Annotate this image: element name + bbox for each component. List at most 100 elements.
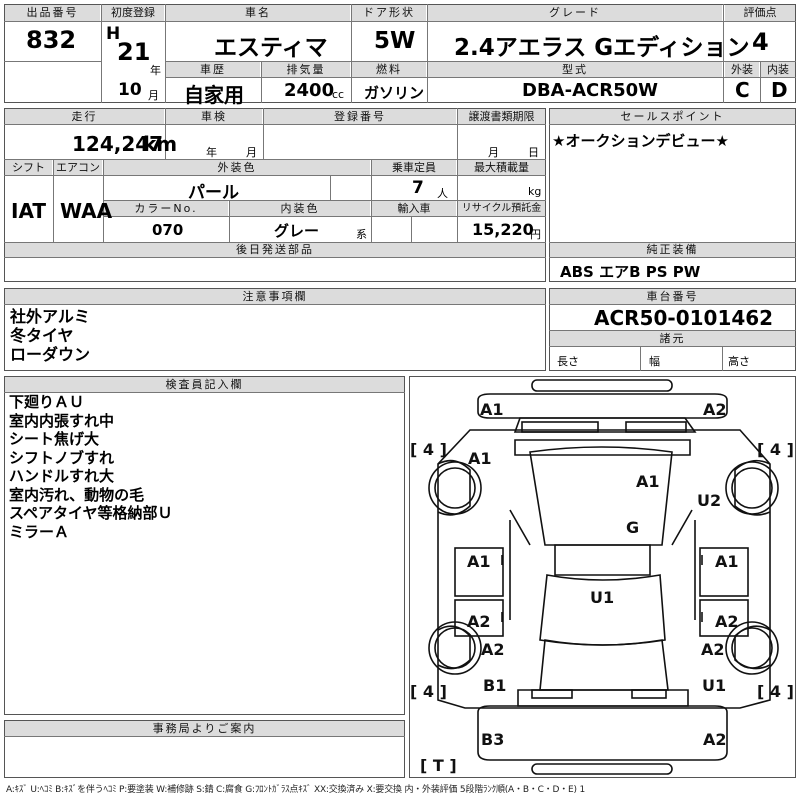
header-recycle: リサイクル預託金 (458, 201, 545, 216)
first-reg-month: 10 (118, 80, 142, 100)
header-seats: 乗車定員 (372, 160, 456, 175)
door-type: 5W (374, 28, 416, 54)
history-value: 自家用 (184, 83, 244, 107)
mark-rear-left: B1 (483, 676, 506, 695)
car-diagram: A1 A2 [ 4 ] [ 4 ] A1 A1 U2 G A1 A1 U1 A2… (410, 379, 794, 775)
header-score: 評価点 (725, 5, 795, 21)
inspector-line: スペアタイヤ等格納部Ｕ (9, 504, 173, 522)
header-reg-no: 登録番号 (264, 109, 456, 124)
mark-rear-bumper-left: B3 (481, 730, 504, 749)
header-aircon: エアコン (54, 160, 102, 175)
interior-grade-value: D (771, 78, 788, 102)
color-no-value: 070 (152, 221, 184, 239)
inspector-line: 室内汚れ、動物の毛 (9, 485, 145, 504)
note-line: 冬タイヤ (10, 326, 74, 345)
header-transfer: 譲渡書類期限 (458, 109, 545, 124)
header-first-reg: 初度登録 (102, 5, 164, 21)
tire-front-left: [ 4 ] (410, 440, 447, 459)
header-shift: シフト (5, 160, 52, 175)
header-chassis: 車台番号 (550, 289, 795, 304)
header-lot-no: 出品番号 (5, 5, 100, 21)
era-letter: H (106, 24, 121, 44)
car-diagram-box (409, 376, 796, 778)
aircon-value: WAA (60, 199, 113, 223)
displacement-value: 2400 (284, 80, 335, 101)
mark-rear-right: U1 (702, 676, 726, 695)
header-office: 事務局よりご案内 (5, 721, 404, 736)
mark-quarter-right: A2 (701, 640, 725, 659)
inspector-box (4, 376, 405, 715)
mark-roof: G (626, 518, 639, 537)
tire-front-right: [ 4 ] (757, 440, 794, 459)
header-mileage: 走行 (5, 109, 164, 124)
mileage-value: 124,247 (72, 132, 164, 156)
tire-rear-right: [ 4 ] (757, 682, 794, 701)
inspector-line: 下廻りＡＵ (9, 393, 85, 411)
color-value: パール (188, 183, 239, 203)
inspector-line: シート焦げ大 (9, 430, 100, 448)
detail-box (4, 108, 546, 282)
shift-value: IAT (11, 199, 47, 223)
mark-rear-door-left: A2 (467, 612, 491, 631)
header-grade: グレード (428, 5, 722, 21)
mark-quarter-left: A2 (481, 640, 505, 659)
inspector-line: ミラーＡ (9, 522, 70, 541)
inspector-line: ハンドルすれ大 (9, 467, 115, 485)
header-specs: 諸元 (550, 331, 795, 346)
header-history: 車歴 (166, 62, 260, 77)
chassis-box (549, 288, 796, 371)
car-name: エスティマ (214, 35, 328, 61)
mark-front-door-left: A1 (467, 552, 491, 571)
header-import: 輸入車 (372, 201, 456, 216)
mark-front-bumper-right: A2 (703, 400, 727, 419)
top-info-box (4, 4, 796, 103)
spec-length-label: 長さ (557, 355, 579, 368)
score-value: 4 (752, 28, 769, 56)
mark-fender-front-left: A1 (468, 449, 492, 468)
lot-number: 832 (26, 26, 77, 54)
header-exterior: 外装 (725, 62, 759, 77)
load-unit: kg (528, 185, 542, 198)
grade-name: 2.4アエラス Gエディション (454, 35, 750, 61)
seats-unit: 人 (437, 187, 448, 200)
recycle-value: 15,220 (472, 220, 534, 239)
genuine-equipment: ABS エアB PS PW (560, 263, 701, 281)
header-inspector: 検査員記入欄 (5, 377, 404, 392)
header-later-parts: 後日発送部品 (5, 242, 545, 257)
spec-width-label: 幅 (649, 355, 660, 368)
transfer-day-unit: 日 (528, 146, 539, 159)
exterior-grade-value: C (735, 78, 750, 102)
int-color-unit: 系 (356, 228, 367, 241)
seats-value: 7 (412, 178, 424, 198)
sales-point-box (549, 108, 796, 282)
transfer-month-unit: 月 (488, 146, 499, 159)
header-color: 外装色 (104, 160, 370, 175)
header-model-code: 型式 (428, 62, 722, 77)
header-shaken: 車検 (166, 109, 262, 124)
sales-point-text: ★オークションデビュー★ (552, 132, 729, 150)
note-line: ローダウン (10, 345, 91, 364)
shaken-month-unit: 月 (246, 146, 257, 159)
header-fuel: 燃料 (352, 62, 426, 77)
office-box (4, 720, 405, 778)
header-sales-point: セールスポイント (550, 109, 795, 124)
inspector-notes: 下廻りＡＵ 室内内張すれ中 シート焦げ大 シフトノブすれ ハンドルすれ大 室内汚… (9, 393, 173, 541)
month-unit: 月 (148, 89, 159, 102)
header-genuine: 純正装備 (550, 242, 795, 257)
inspector-line: 室内内張すれ中 (9, 411, 115, 430)
shaken-year-unit: 年 (206, 146, 217, 159)
chassis-number: ACR50-0101462 (594, 306, 774, 330)
fuel-value: ガソリン (364, 84, 425, 102)
header-color-no: カラーNo. (104, 201, 228, 216)
header-interior: 内装 (761, 62, 795, 77)
mark-floor: U1 (590, 588, 614, 607)
mark-front-bumper-left: A1 (480, 400, 504, 419)
recycle-unit: 円 (530, 228, 541, 241)
tire-rear-left: [ 4 ] (410, 682, 447, 701)
mark-rear-bumper-right: A2 (703, 730, 727, 749)
header-int-color: 内装色 (230, 201, 370, 216)
int-color-value: グレー (274, 222, 320, 240)
spec-height-label: 高さ (728, 355, 750, 368)
mark-front-door-right: A1 (715, 552, 739, 571)
first-reg-year: 21 (117, 38, 151, 66)
